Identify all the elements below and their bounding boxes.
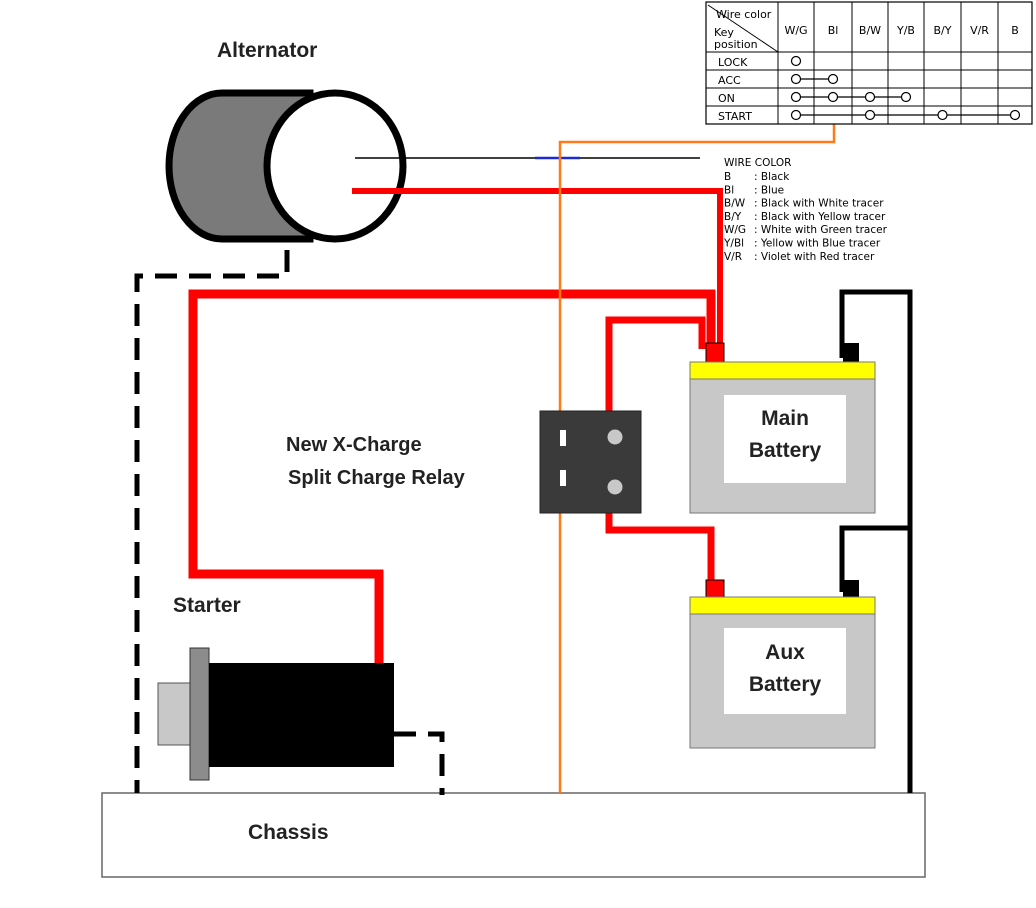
switch-contact-circle <box>790 91 802 103</box>
table-column-header: Bl <box>828 24 839 37</box>
main-battery <box>689 342 876 514</box>
table-row-label: ACC <box>718 74 741 87</box>
table-row-label: LOCK <box>718 56 748 69</box>
switch-contact-circle <box>1009 109 1021 121</box>
legend-code: V/R <box>724 251 742 263</box>
relay-main-wire <box>605 316 706 437</box>
legend-code: B/W <box>724 198 746 210</box>
starter-label: Starter <box>173 594 241 617</box>
legend-code: Bl <box>724 184 734 196</box>
aux-battery-label-line2: Battery <box>749 673 822 696</box>
split-charge-relay <box>539 410 642 514</box>
table-corner-bottom-2: position <box>714 38 758 51</box>
legend-description: : Black with Yellow tracer <box>754 211 886 223</box>
table-column-header: B/W <box>859 24 881 37</box>
legend-description: : Blue <box>754 184 784 196</box>
key-switch-table: Wire color Key position W/G Bl B/W Y/B B/Y V/… <box>705 1 1033 125</box>
aux-battery <box>689 579 876 749</box>
switch-contact-circle <box>864 91 876 103</box>
legend-description: : Black with White tracer <box>754 198 884 210</box>
aux-ground-wire <box>839 525 910 592</box>
starter-ground-wire <box>394 731 445 795</box>
table-column-header: V/R <box>970 24 989 37</box>
chassis-block <box>101 792 926 878</box>
table-column-header: B <box>1011 24 1019 37</box>
legend-title: WIRE COLOR <box>724 157 791 169</box>
table-row-label: START <box>718 110 752 123</box>
table-corner-bottom-1: Key <box>714 26 734 39</box>
legend-description: : Black <box>754 171 790 183</box>
switch-contact-circle <box>827 73 839 85</box>
switch-contact-circle <box>937 109 948 121</box>
table-column-header: Y/B <box>896 24 915 37</box>
legend-description: : Violet with Red tracer <box>754 251 875 263</box>
battery-ground-bus <box>839 289 913 793</box>
relay-label-line2: Split Charge Relay <box>288 467 466 489</box>
starter-positive-wire <box>188 289 716 663</box>
table-column-header: W/G <box>784 24 807 37</box>
alternator-output-wire <box>352 188 723 349</box>
legend-description: : Yellow with Blue tracer <box>754 238 881 250</box>
legend-description: : White with Green tracer <box>754 224 888 236</box>
legend-code: B/Y <box>724 211 742 223</box>
switch-contact-circle <box>790 109 802 121</box>
alternator-ground-wire <box>134 250 290 793</box>
legend-code: W/G <box>724 224 746 236</box>
main-battery-label-line1: Main <box>761 407 809 430</box>
chassis-label: Chassis <box>248 821 329 844</box>
switch-contact-circle <box>864 109 876 121</box>
main-battery-label-line2: Battery <box>749 439 822 462</box>
switch-contact-circle <box>790 73 802 85</box>
aux-battery-label-line1: Aux <box>765 641 805 664</box>
switch-contact-circle <box>790 55 802 67</box>
table-corner-top: Wire color <box>716 8 772 21</box>
table-column-header: B/Y <box>934 24 952 37</box>
starter-motor <box>157 647 394 781</box>
legend-code: Y/Bl <box>723 238 744 250</box>
switch-contact-circle <box>900 91 912 103</box>
alternator <box>165 89 407 243</box>
legend-code: B <box>724 171 731 183</box>
table-row-label: ON <box>718 92 735 105</box>
relay-label-line1: New X-Charge <box>286 434 422 456</box>
switch-contact-circle <box>827 91 839 103</box>
alternator-label: Alternator <box>217 39 317 62</box>
